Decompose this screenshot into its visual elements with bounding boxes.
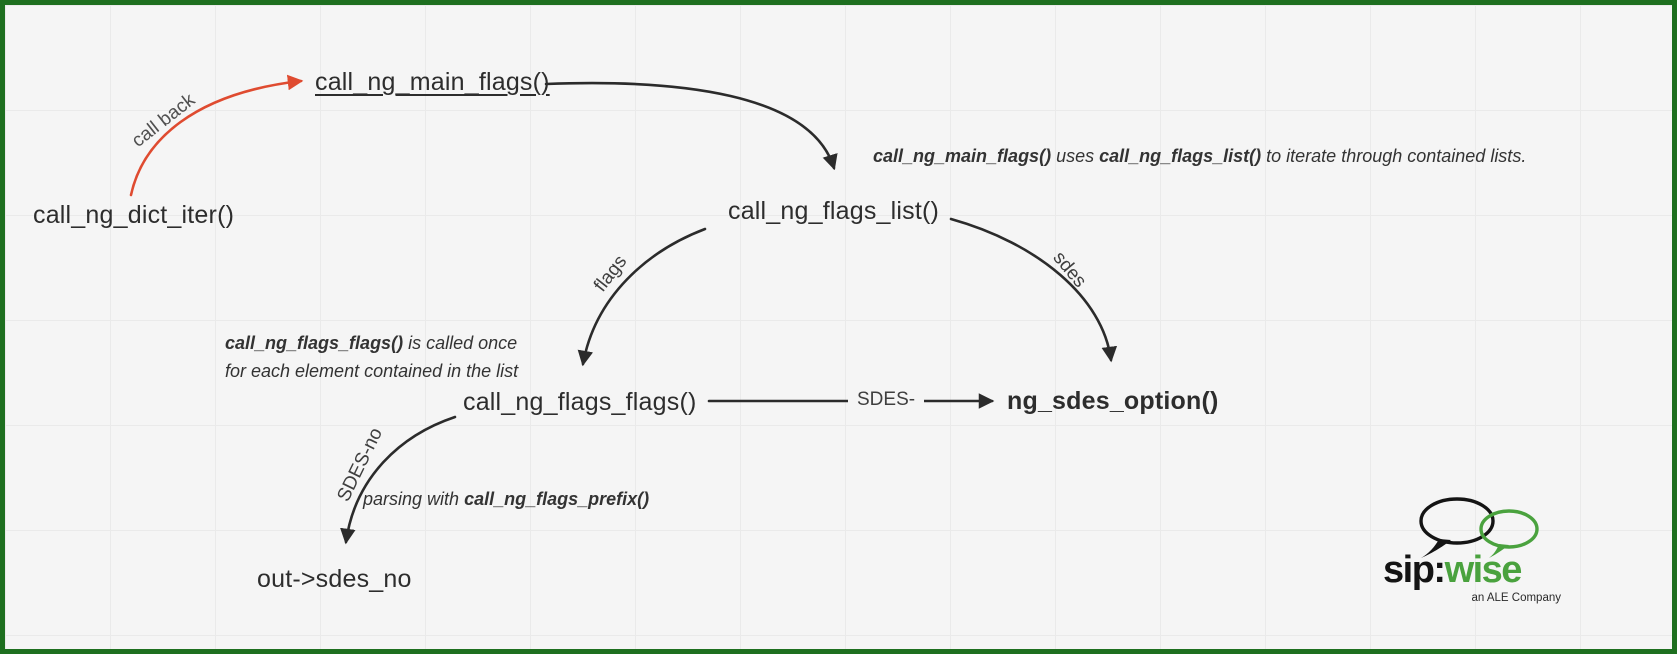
annotation-main-flags-fn1: call_ng_main_flags() xyxy=(873,146,1052,166)
annotation-flags-flags-line2: for each element contained in the list xyxy=(225,361,519,381)
annotation-prefix-fn: call_ng_flags_prefix() xyxy=(464,489,650,509)
edge-label-sdes-dash: SDES- xyxy=(848,389,925,411)
annotation-flags-flags-line1-rest: is called once xyxy=(403,333,518,353)
node-ng-sdes-option: ng_sdes_option() xyxy=(1007,387,1219,415)
annotation-flags-flags-line1: call_ng_flags_flags() is called once xyxy=(225,329,518,357)
node-call-ng-flags-list: call_ng_flags_list() xyxy=(728,197,940,225)
logo-wordmark: sip:wise xyxy=(1383,551,1563,589)
node-call-ng-flags-flags: call_ng_flags_flags() xyxy=(463,388,697,416)
logo-sip-text: sip: xyxy=(1383,549,1446,591)
annotation-flags-flags: call_ng_flags_flags() is called once for… xyxy=(225,329,518,385)
speech-bubble-green xyxy=(1479,509,1539,549)
annotation-main-flags-mid: uses xyxy=(1051,146,1100,166)
edge-callback-arrow xyxy=(129,74,304,197)
annotation-prefix-lead: parsing with xyxy=(363,489,465,509)
edge-flagsflags-to-outsdesno-arrow xyxy=(340,415,457,545)
annotation-main-flags-fn2: call_ng_flags_list() xyxy=(1099,146,1262,166)
edge-mainflags-to-flagslist-arrow xyxy=(544,81,838,171)
logo-tagline: an ALE Company xyxy=(1471,592,1561,604)
edge-flagslist-to-sdesoption-arrow xyxy=(949,217,1118,363)
speech-bubble-green-tail xyxy=(1489,544,1509,558)
speech-bubbles-icon xyxy=(1419,497,1539,558)
node-call-ng-main-flags: call_ng_main_flags() xyxy=(315,68,550,96)
annotation-prefix: parsing with call_ng_flags_prefix() xyxy=(363,489,649,510)
sipwise-logo: sip:wise an ALE Company xyxy=(1383,495,1563,604)
logo-wise-text: wise xyxy=(1444,549,1523,591)
node-call-ng-dict-iter: call_ng_dict_iter() xyxy=(33,201,235,229)
annotation-main-flags-tail: to iterate through contained lists. xyxy=(1261,146,1527,166)
speech-bubble-black-tail xyxy=(1421,539,1451,558)
annotation-main-flags: call_ng_main_flags() uses call_ng_flags_… xyxy=(873,146,1526,167)
node-out-sdes-no: out->sdes_no xyxy=(257,565,412,593)
annotation-flags-flags-fn: call_ng_flags_flags() xyxy=(225,333,404,353)
edge-flagslist-to-flagsflags-arrow xyxy=(577,227,707,367)
speech-bubble-black xyxy=(1419,497,1495,545)
